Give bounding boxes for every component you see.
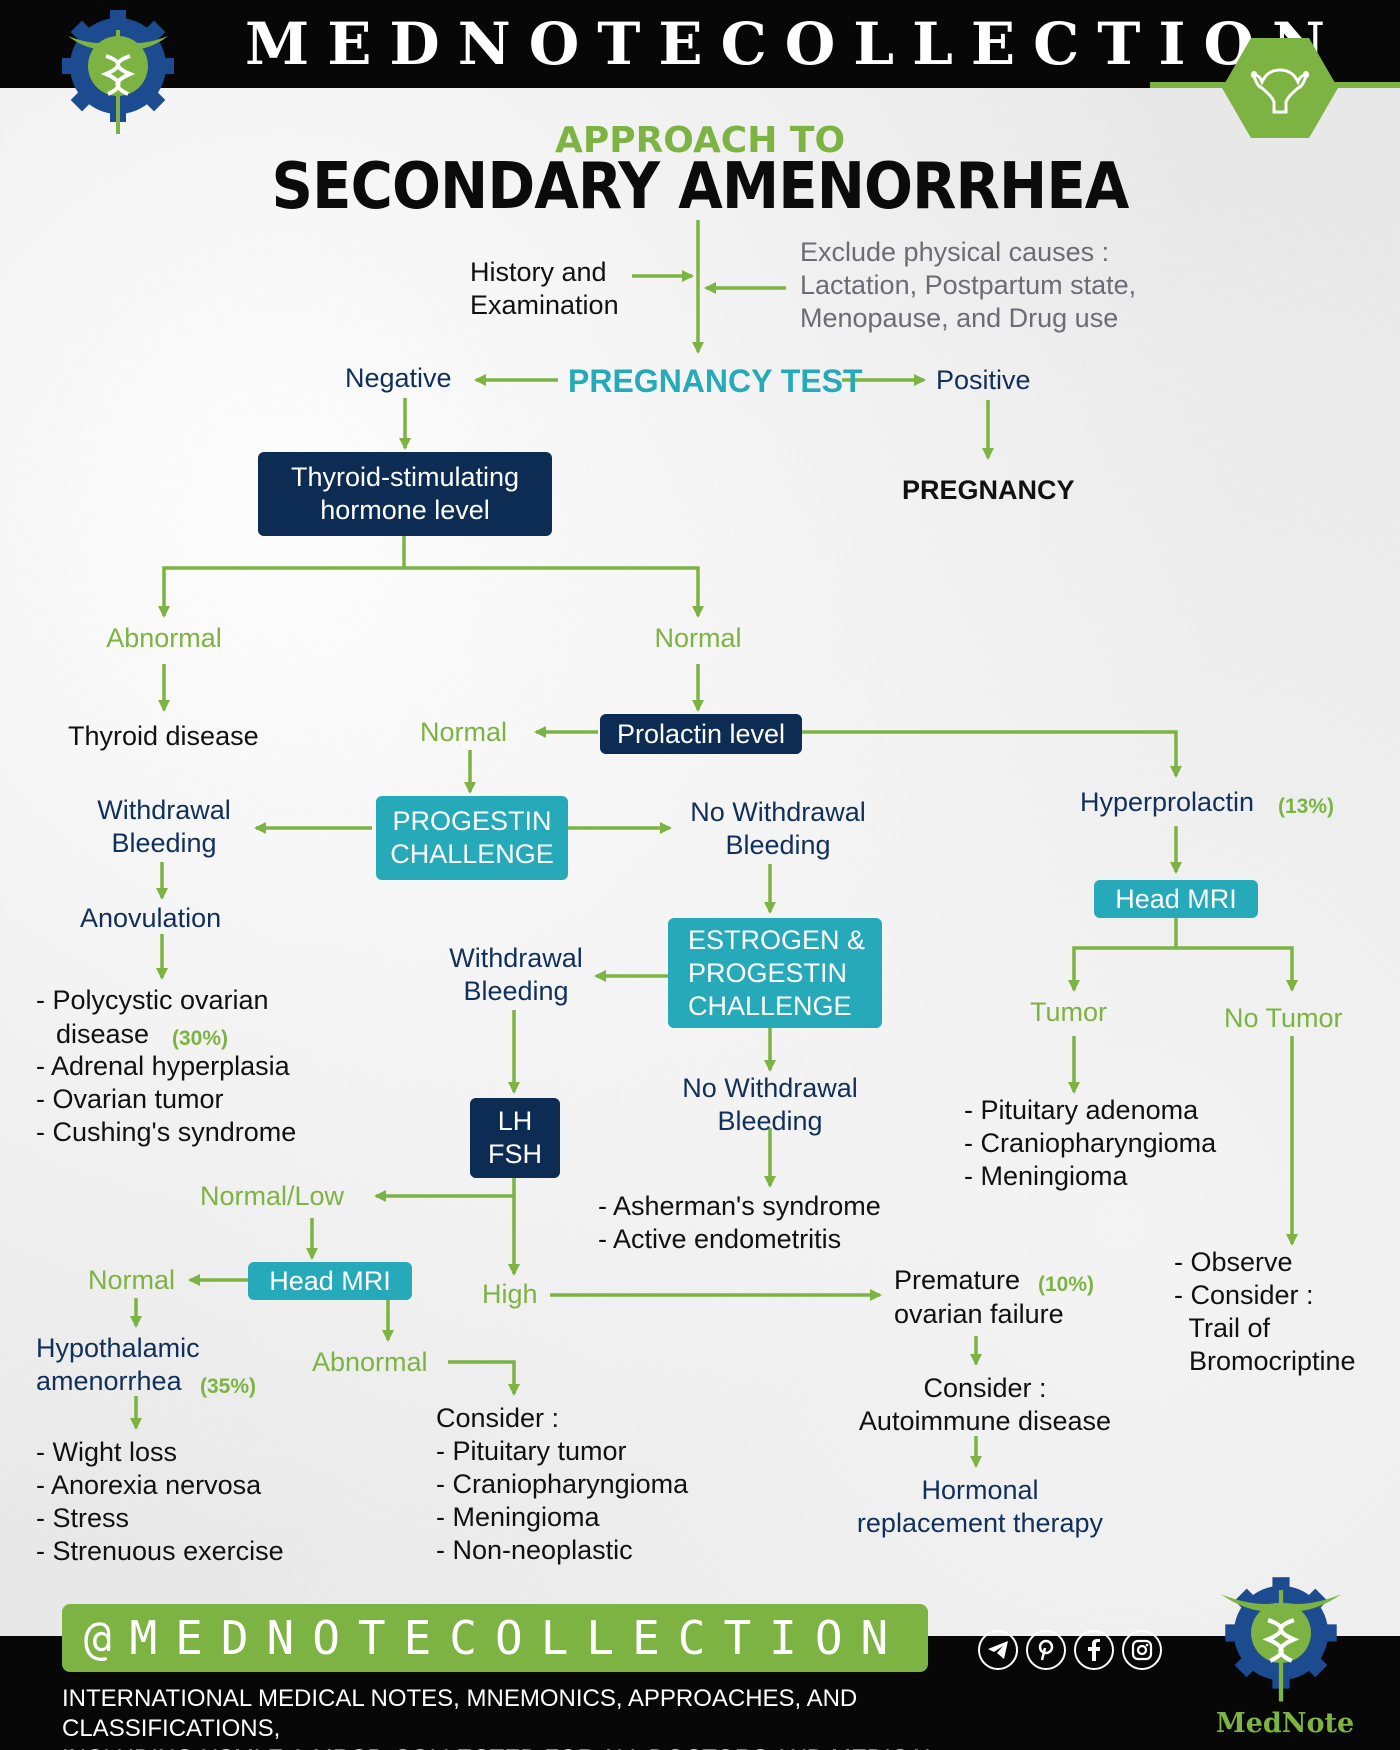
no-withdrawal-bleeding-1: No Withdrawal Bleeding: [690, 797, 866, 860]
no-tumor-list: - Observe - Consider : Trail of Bromocri…: [1174, 1247, 1356, 1376]
telegram-icon[interactable]: [978, 1630, 1018, 1670]
mednote-wordmark: MedNote: [1215, 1708, 1355, 1739]
footer-note: INTERNATIONAL MEDICAL NOTES, MNEMONICS, …: [62, 1685, 937, 1750]
anovulation-causes-list: - Adrenal hyperplasia - Ovarian tumor - …: [36, 1051, 297, 1147]
premature-ovarian-failure: Premature: [894, 1265, 1021, 1295]
lh-fsh-high: High: [482, 1279, 538, 1309]
thyroid-disease: Thyroid disease: [68, 721, 259, 751]
tsh-abnormal: Abnormal: [106, 623, 222, 653]
instagram-icon[interactable]: [1122, 1630, 1162, 1670]
caduceus-gear-logo-icon: [1221, 1577, 1341, 1702]
anovulation-cause-pcos-b: disease: [56, 1019, 150, 1049]
tumor-list: - Pituitary adenoma - Craniopharyngioma …: [964, 1095, 1217, 1191]
hypothalamic-causes: - Wight loss - Anorexia nervosa - Stress…: [36, 1437, 284, 1566]
hyperprolactin: Hyperprolactin: [1080, 787, 1255, 817]
prolactin-normal: Normal: [420, 717, 508, 747]
facebook-icon[interactable]: [1074, 1630, 1114, 1670]
anovulation-cause-pcos: - Polycystic ovarian: [36, 985, 269, 1015]
estrogen-progestin-challenge-box: ESTROGEN & PROGESTIN CHALLENGE: [668, 918, 882, 1028]
head-mri-1-normal: Normal: [88, 1265, 176, 1295]
uterus-icon: [1250, 68, 1310, 114]
connector-line: [158, 536, 406, 618]
brand-title: MEDNOTECOLLECTION: [245, 10, 1344, 78]
pinterest-icon[interactable]: [1026, 1630, 1066, 1670]
consider-autoimmune: Consider : Autoimmune disease: [858, 1373, 1112, 1436]
connector-line: [802, 730, 1182, 778]
hypothalamic-percent: (35%): [200, 1375, 257, 1398]
pregnancy-test: PREGNANCY TEST: [568, 363, 863, 399]
caduceus-gear-logo-icon: [62, 10, 174, 134]
tsh-normal: Normal: [654, 623, 742, 653]
pregnancy-positive: Positive: [936, 365, 1031, 395]
anovulation: Anovulation: [80, 903, 222, 933]
no-withdrawal-bleeding-2: No Withdrawal Bleeding: [682, 1073, 858, 1136]
mri2-no-tumor: No Tumor: [1224, 1003, 1343, 1033]
tsh-box: Thyroid-stimulating hormone level: [258, 452, 552, 536]
title-main: SECONDARY AMENORRHEA: [271, 150, 1130, 224]
uterus-hexagon-badge: [1222, 38, 1338, 138]
connector-line: [1068, 946, 1176, 992]
head-mri-1-abnormal: Abnormal: [312, 1347, 428, 1377]
title-approach: APPROACH TO: [554, 120, 846, 161]
connector-line: [404, 566, 704, 618]
mri2-tumor: Tumor: [1030, 997, 1108, 1027]
connector-line: [374, 1178, 516, 1202]
connector-line: [1176, 946, 1298, 992]
connector-line: [448, 1360, 520, 1396]
footer-handle: @MEDNOTECOLLECTION: [62, 1604, 928, 1672]
pregnancy-result: PREGNANCY: [902, 475, 1075, 505]
hormonal-replacement-therapy: Hormonal replacement therapy: [856, 1475, 1104, 1538]
lh-fsh-box: LH FSH: [470, 1098, 560, 1178]
pregnancy-negative: Negative: [345, 363, 452, 393]
pcos-percent: (30%): [172, 1027, 229, 1050]
hypothalamic-amenorrhea: Hypothalamic amenorrhea: [36, 1333, 200, 1396]
premature-percent: (10%): [1038, 1273, 1095, 1296]
progestin-challenge-box: PROGESTIN CHALLENGE: [376, 796, 568, 880]
prolactin-box: Prolactin level: [600, 714, 802, 754]
asherman-list: - Asherman's syndrome - Active endometri…: [598, 1191, 881, 1254]
withdrawal-bleeding-1: Withdrawal Bleeding: [97, 795, 231, 858]
consider-abnormal-list: Consider : - Pituitary tumor - Craniopha…: [436, 1403, 689, 1565]
premature-ovarian-failure-b: ovarian failure: [894, 1299, 1064, 1329]
withdrawal-bleeding-2: Withdrawal Bleeding: [449, 943, 583, 1006]
exclude-physical-causes: Exclude physical causes : Lactation, Pos…: [800, 237, 1137, 333]
head-mri-box-2: Head MRI: [1094, 880, 1258, 918]
head-mri-box-1: Head MRI: [248, 1262, 412, 1300]
history-examination: History and Examination: [470, 257, 619, 320]
hyperprolactin-percent: (13%): [1278, 795, 1335, 818]
header-bar: [0, 0, 1400, 88]
lh-fsh-normal-low: Normal/Low: [200, 1181, 345, 1211]
